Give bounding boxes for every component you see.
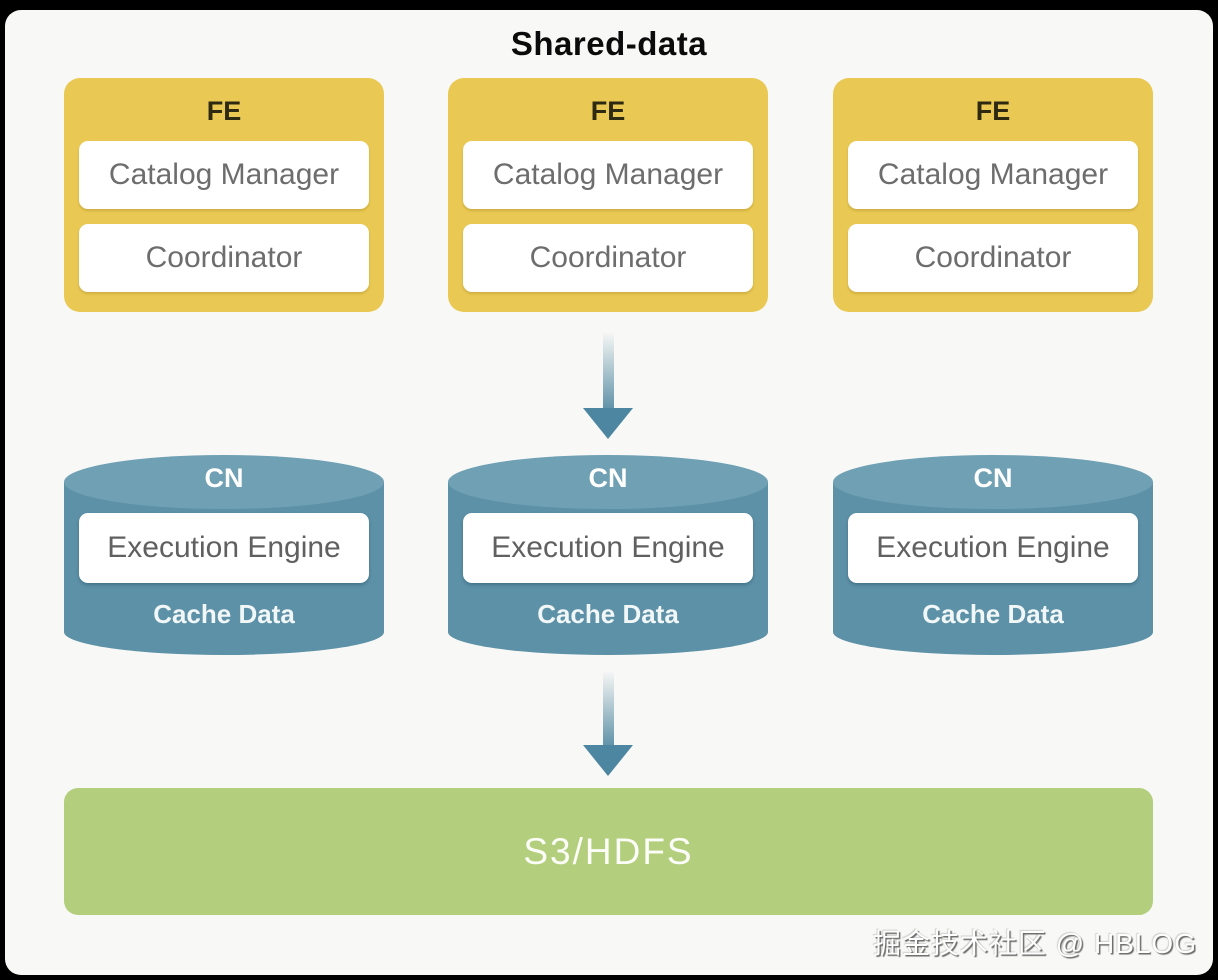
fe-node-3-catalog-manager: Catalog Manager xyxy=(848,141,1138,209)
cn-node-2-label: CN xyxy=(588,463,628,493)
cylinder-top xyxy=(448,455,768,509)
fe-node-2-catalog-manager: Catalog Manager xyxy=(463,141,753,209)
watermark: 掘金技术社区 @ HBLOG xyxy=(872,928,1197,959)
cn-node-3-label: CN xyxy=(973,463,1013,493)
arrow-shaft xyxy=(602,333,614,408)
cn-node-2-execution-engine: Execution Engine xyxy=(463,513,753,583)
cylinder-bottom xyxy=(833,609,1153,655)
cylinder-bottom xyxy=(64,609,384,655)
fe-node-2-coordinator: Coordinator xyxy=(463,224,753,292)
cn-node-2-cache-data: Cache Data xyxy=(537,599,679,629)
cylinder-top xyxy=(64,455,384,509)
cn-node-1-execution-engine: Execution Engine xyxy=(79,513,369,583)
cn-node-2: CN Execution Engine Cache Data xyxy=(448,455,768,655)
fe-node-3-label: FE xyxy=(975,96,1011,126)
cylinder-top xyxy=(833,455,1153,509)
cn-node-3-execution-engine: Execution Engine xyxy=(848,513,1138,583)
arrow-cn-to-storage xyxy=(580,672,636,776)
cn-node-1: CN Execution Engine Cache Data xyxy=(64,455,384,655)
fe-node-1-coordinator: Coordinator xyxy=(79,224,369,292)
fe-node-2: FE Catalog Manager Coordinator xyxy=(448,78,768,312)
fe-node-1-label: FE xyxy=(206,96,242,126)
fe-node-1-catalog-manager: Catalog Manager xyxy=(79,141,369,209)
arrow-down-icon xyxy=(583,745,633,776)
diagram-panel: Shared-data FE Catalog Manager Coordinat… xyxy=(5,10,1213,975)
cn-node-3: CN Execution Engine Cache Data xyxy=(833,455,1153,655)
cn-node-1-cache-data: Cache Data xyxy=(153,599,295,629)
arrow-down-icon xyxy=(583,408,633,439)
fe-node-3: FE Catalog Manager Coordinator xyxy=(833,78,1153,312)
cn-node-3-cache-data: Cache Data xyxy=(922,599,1064,629)
arrow-fe-to-cn xyxy=(580,333,636,439)
arrow-shaft xyxy=(602,672,614,745)
fe-node-3-coordinator: Coordinator xyxy=(848,224,1138,292)
cylinder-bottom xyxy=(448,609,768,655)
fe-node-1: FE Catalog Manager Coordinator xyxy=(64,78,384,312)
diagram-title: Shared-data xyxy=(510,25,708,62)
cn-node-1-label: CN xyxy=(204,463,244,493)
storage-bar: S3/HDFS xyxy=(64,788,1153,915)
storage-label: S3/HDFS xyxy=(523,830,694,872)
fe-node-2-label: FE xyxy=(590,96,626,126)
